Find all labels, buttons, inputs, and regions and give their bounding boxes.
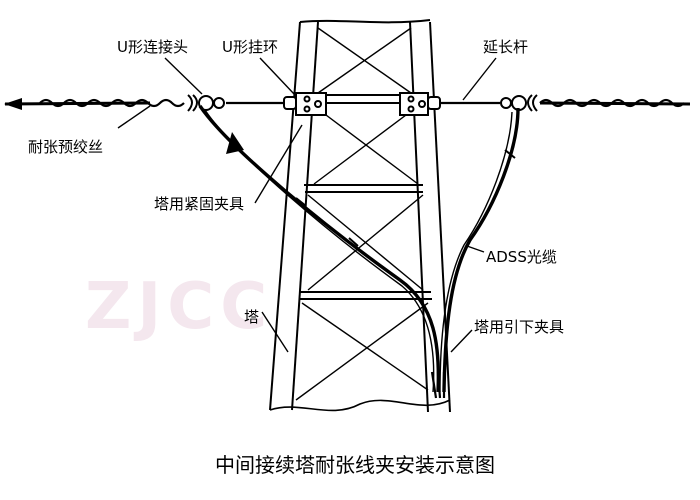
adss-downlead-cables (198, 105, 520, 399)
left-preformed-wire (39, 98, 185, 108)
tower-clamp-marks (295, 149, 516, 247)
label-u-hanging-ring: U形挂环 (222, 38, 278, 56)
label-tower-clamp: 塔用紧固夹具 (154, 195, 244, 213)
label-u-connector: U形连接头 (117, 38, 188, 56)
tower (269, 19, 451, 413)
left-u-hanging-ring (283, 92, 327, 116)
right-downlead-cable (442, 107, 520, 393)
left-arrowhead-icon (4, 98, 22, 110)
leader-lines (117, 57, 497, 353)
right-span-hardware (399, 92, 691, 116)
label-tower-downlead-clamp: 塔用引下夹具 (474, 318, 564, 336)
watermark-text: ZJCC (85, 270, 273, 344)
right-u-hanging-ring (399, 92, 441, 116)
right-preformed-wire (539, 98, 685, 108)
left-span-hardware (4, 92, 327, 116)
label-tower: 塔 (244, 308, 259, 326)
diagram-caption: 中间接续塔耐张线夹安装示意图 (215, 453, 495, 477)
left-u-connector (187, 94, 225, 112)
cable-bundle-end (430, 371, 446, 399)
downlead-arrow-icon (226, 132, 244, 154)
label-extension-rod: 延长杆 (483, 38, 528, 56)
label-adss-cable: ADSS光缆 (486, 248, 557, 266)
label-tension-preformed-wire: 耐张预绞丝 (28, 138, 103, 156)
right-u-connector (500, 94, 538, 112)
